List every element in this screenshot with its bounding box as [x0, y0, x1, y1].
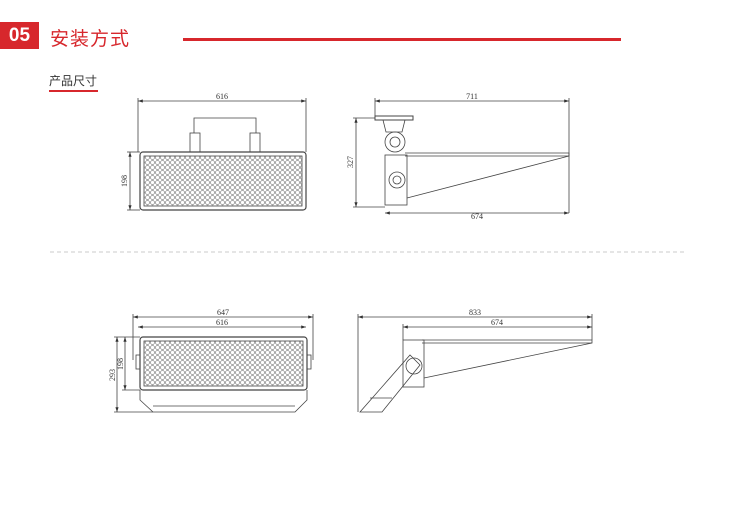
- section-title: 安装方式: [50, 29, 131, 50]
- side-view-top: [353, 98, 570, 215]
- dim-label: 647: [217, 308, 229, 317]
- subsection-title: 产品尺寸: [49, 74, 98, 88]
- dim-label: 327: [346, 156, 355, 168]
- dim-label: 616: [216, 92, 228, 101]
- title-divider: [183, 38, 621, 41]
- dim-label: 198: [120, 175, 129, 187]
- dim-label: 616: [216, 318, 228, 327]
- section-number-badge: 05: [0, 22, 39, 49]
- dim-label: 711: [466, 92, 478, 101]
- dim-label: 833: [469, 308, 481, 317]
- dim-label: 674: [471, 212, 483, 221]
- dim-label: 198: [116, 358, 125, 370]
- side-view-bottom: [357, 314, 593, 413]
- front-view-top: [127, 98, 307, 211]
- subsection-underline: [49, 90, 98, 92]
- front-view-bottom: [114, 314, 314, 413]
- dim-label: 293: [108, 369, 117, 381]
- dim-label: 674: [491, 318, 503, 327]
